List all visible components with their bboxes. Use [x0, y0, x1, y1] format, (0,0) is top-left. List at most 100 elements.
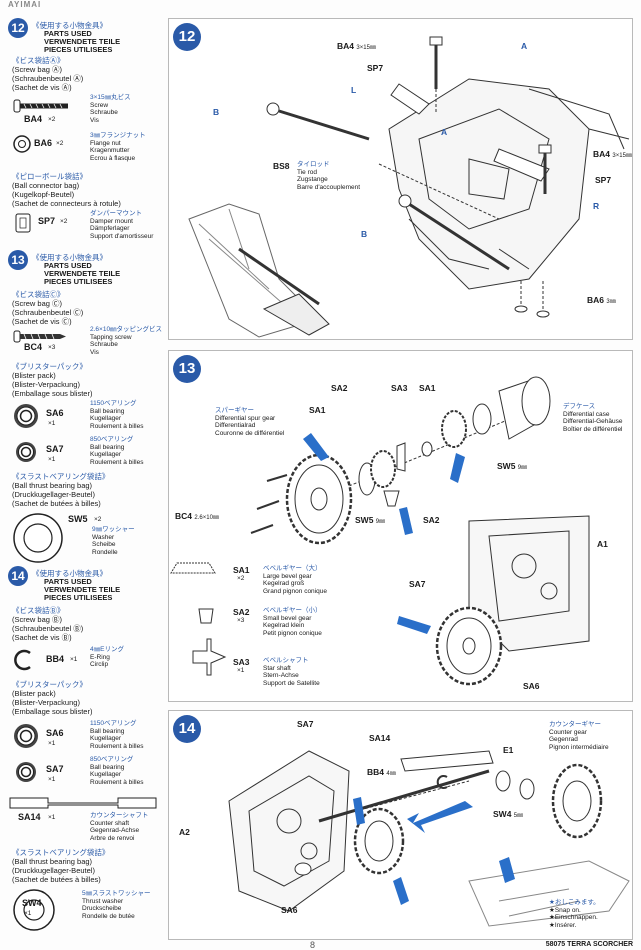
part-sa7: SA7 ×1 850ベアリング Ball bearing Kugellager …: [12, 436, 168, 476]
step14-panel: 14 SA7 SA14 BB4 4㎜ E1 SW4 5㎜ A2 SA6 カウンタ…: [168, 710, 633, 940]
label-code: SW5: [497, 461, 516, 471]
bc4-qty: ×3: [48, 344, 56, 351]
step13-en-title-2: VERWENDETE TEILE: [44, 269, 121, 278]
sa2-top-label: SA2: [331, 383, 348, 393]
step14-number-badge: 14: [173, 715, 201, 743]
sa7-code: SA7: [46, 764, 64, 774]
label-qty: 2.6×10㎜: [194, 515, 219, 521]
bag-jp: 《ピローボール袋詰》: [12, 172, 87, 181]
step14-blister-pack: 《ブリスターパック》 (Blister pack) (Blister-Verpa…: [12, 680, 92, 716]
label-qty: 4㎜: [386, 771, 396, 777]
step14-en-title-2: VERWENDETE TEILE: [44, 585, 121, 594]
bag-line: (Screw bag Ⓑ): [12, 615, 63, 624]
sa7-label: SA7: [409, 579, 426, 589]
step12-jp-title: 《使用する小物金具》: [32, 21, 107, 30]
step13-screw-bag: 《ビス袋詰Ⓒ》 (Screw bag Ⓒ) (Schraubenbeutel Ⓒ…: [12, 290, 83, 326]
label-code: BA4: [593, 149, 611, 159]
r-side-label: R: [593, 201, 600, 211]
step12-panel: 12 BA4 3×15㎜ SP7 L A A B B BS8 タイロッド Tie…: [168, 18, 633, 340]
sa3-label: SA3: [391, 383, 408, 393]
label-code: BB4: [367, 767, 385, 777]
sa7-qty: ×1: [48, 776, 56, 783]
step12-en-title-2: VERWENDETE TEILE: [44, 37, 121, 46]
part-sw5: SW5 ×2 9㎜ワッシャー Washer Scheibe Rondelle: [12, 510, 168, 563]
footer-model: 58075 TERRA SCORCHER: [545, 941, 633, 948]
desc-line: Counter shaft: [90, 819, 130, 827]
desc-line: Roulement à billes: [90, 778, 144, 786]
desc-line: Druckscheibe: [82, 905, 122, 912]
desc-line: Kugellager: [90, 735, 122, 742]
ba4-qty: ×2: [48, 116, 56, 123]
bag-jp: 《ビス袋詰Ⓐ》: [12, 56, 65, 65]
bag-line: (Schraubenbeutel Ⓑ): [12, 624, 84, 633]
sw4-code: SW4: [22, 898, 42, 908]
bag-line: (Ball thrust bearing bag): [12, 857, 93, 866]
bag-line: (Schraubenbeutel Ⓐ): [12, 74, 84, 83]
note-jp: ベベルギヤー（小）: [263, 607, 322, 614]
step12-en-title-1: PARTS USED: [44, 29, 92, 38]
a1-label: A1: [597, 539, 608, 549]
bag-jp: 《ブリスターパック》: [12, 362, 87, 371]
damper-mount-icon: [15, 213, 31, 233]
desc-line: Ecrou à flasque: [90, 154, 136, 162]
label-code: SW5: [355, 515, 374, 525]
part-ba4: 3×15㎜丸ビス Screw Schraube Vis BA4 ×2: [12, 94, 168, 134]
sa14-qty: ×1: [48, 814, 56, 821]
sa7-label: SA7: [297, 719, 314, 729]
desc-line: Schraube: [90, 341, 118, 348]
note-line: Barre d'accouplement: [297, 183, 361, 191]
ball-bearing-icon: [16, 762, 36, 782]
sp7-desc: ダンパーマウント Damper mount Dämpferlager Suppo…: [90, 210, 153, 240]
a-marker-mid: A: [441, 127, 448, 137]
note-line: Stern-Achse: [263, 672, 299, 679]
desc-line: Support d'amortisseur: [90, 232, 154, 240]
note-line: Large bevel gear: [263, 572, 312, 580]
sa7-desc: 850ベアリング Ball bearing Kugellager Rouleme…: [90, 436, 143, 466]
desc-line: Vis: [90, 348, 99, 356]
washer-icon: [13, 513, 63, 563]
bag-line: (Sachet de butées à billes): [12, 499, 101, 508]
sa14-code: SA14: [18, 812, 41, 822]
ba4-right-label: BA4 3×15㎜: [593, 149, 632, 159]
sa6-label: SA6: [281, 905, 298, 915]
desc-line: Schraube: [90, 109, 118, 116]
bb4-desc: 4㎜Eリング E-Ring Circlip: [90, 646, 124, 669]
step14-en-title-3: PIECES UTILISEES: [44, 593, 113, 602]
desc-line: Circlip: [90, 661, 109, 668]
legend-sa1-code: SA1: [233, 565, 250, 575]
label-code: BA4: [337, 41, 355, 51]
note-jp: カウンターギヤー: [549, 721, 601, 728]
note-line: Gegenrad: [549, 736, 578, 743]
parts-column: AYIMAI 12 《使用する小物金具》 PARTS USED VERWENDE…: [0, 0, 168, 950]
desc-line: E-Ring: [90, 653, 110, 661]
note-line: Support de Satellite: [263, 679, 320, 687]
note-jp: タイロッド: [297, 161, 330, 168]
desc-jp: 3×15㎜丸ビス: [90, 94, 131, 101]
sp7-top-label: SP7: [367, 63, 384, 73]
sa14-label: SA14: [369, 733, 391, 743]
sw4-qty: ×1: [24, 910, 32, 917]
desc-line: Kugellager: [90, 451, 122, 458]
note-line: Grand pignon conique: [263, 587, 327, 595]
sa6-desc: 1150ベアリング Ball bearing Kugellager Roulem…: [90, 720, 143, 750]
bb4-label: BB4 4㎜: [367, 767, 396, 777]
ba6-desc: 3㎜フランジナット Flange nut Kragenmutter Ecrou …: [90, 132, 146, 162]
step14-en-title-1: PARTS USED: [44, 577, 92, 586]
part-sa6-14: SA6 ×1 1150ベアリング Ball bearing Kugellager…: [12, 720, 168, 760]
screw-icon: [13, 99, 68, 113]
step13-number-badge: 13: [173, 355, 201, 383]
part-sa6: SA6 ×1 1150ベアリング Ball bearing Kugellager…: [12, 400, 168, 440]
bag-line: (Druckkugellager-Beutel): [12, 866, 95, 875]
label-code: SW4: [493, 809, 512, 819]
step12-screw-bag: 《ビス袋詰Ⓐ》 (Screw bag Ⓐ) (Schraubenbeutel Ⓐ…: [12, 56, 83, 92]
bs8-note: タイロッド Tie rod Zugstange Barre d'accouple…: [297, 161, 360, 191]
desc-jp: 850ベアリング: [90, 756, 134, 763]
part-bb4: BB4 ×1 4㎜Eリング E-Ring Circlip: [12, 646, 168, 676]
bag-line: (Druckkugellager-Beutel): [12, 490, 95, 499]
note-jp: スパーギヤー: [215, 407, 254, 414]
desc-line: Dämpferlager: [90, 225, 130, 232]
note-jp: ベベルギヤー（大）: [263, 565, 322, 572]
bag-line: (Emballage sous blister): [12, 389, 93, 398]
sw5-right-label: SW5 9㎜: [497, 461, 527, 471]
sa6-code: SA6: [46, 408, 64, 418]
